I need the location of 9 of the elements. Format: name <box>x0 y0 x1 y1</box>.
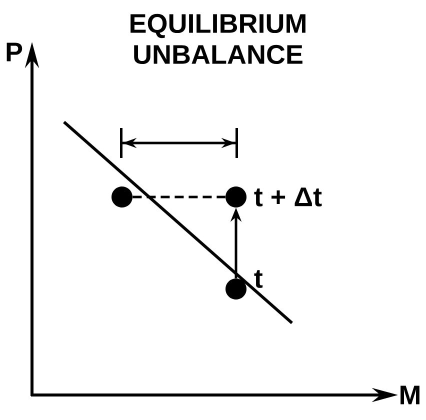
point-label: t + Δt <box>254 188 322 206</box>
dot <box>112 186 132 208</box>
title: EQUILIBRIUM UNBALANCE <box>130 14 306 64</box>
connector-line <box>132 196 226 198</box>
dot <box>226 186 246 208</box>
axis-label: M <box>400 386 420 404</box>
point-label: t <box>254 270 263 288</box>
axis-label: P <box>6 42 22 62</box>
dot <box>226 278 246 300</box>
